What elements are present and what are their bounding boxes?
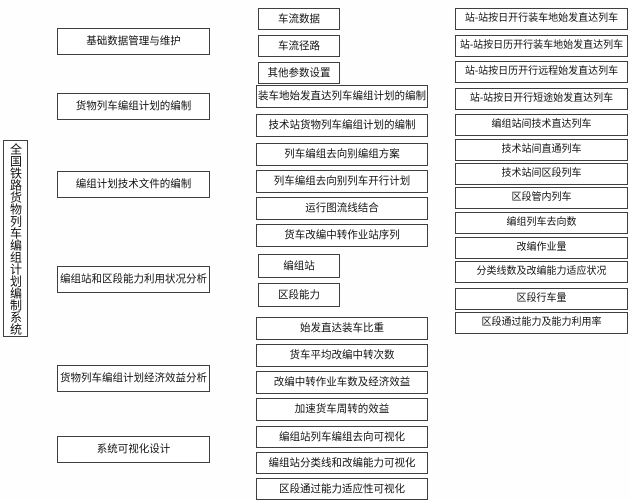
l3-node-4-0: 始发直达装车比重	[256, 317, 428, 340]
l4-node-1-1-2: 技术站间区段列车	[455, 163, 628, 185]
l4-node-1-0-0: 站-站按日开行装车地始发直达列车	[455, 8, 628, 30]
l3-node-5-2: 区段通过能力适应性可视化	[256, 478, 428, 500]
branch-node-3: 编组站和区段能力利用状况分析	[57, 266, 210, 293]
l3-node-0-2: 其他参数设置	[258, 62, 340, 84]
l3-node-4-3: 加速货车周转的效益	[256, 398, 428, 421]
l4-node-3-1-0: 区段行车量	[455, 288, 628, 310]
branch-node-0: 基础数据管理与维护	[57, 28, 210, 55]
l4-node-1-1-1: 技术站间直通列车	[455, 139, 628, 161]
l3-node-1-0: 装车地始发直达列车编组计划的编制	[256, 85, 428, 108]
l3-node-3-0: 编组站	[258, 254, 340, 278]
l4-node-1-1-0: 编组站间技术直达列车	[455, 114, 628, 136]
branch-node-1: 货物列车编组计划的编制	[57, 93, 210, 120]
l3-node-4-1: 货车平均改编中转次数	[256, 344, 428, 367]
branch-node-2: 编组计划技术文件的编制	[57, 171, 210, 198]
l4-node-3-0-2: 分类线数及改编能力适应状况	[455, 261, 628, 283]
l3-node-2-1: 列车编组去向别列车开行计划	[256, 170, 428, 193]
branch-node-4: 货物列车编组计划经济效益分析	[57, 365, 210, 392]
l4-node-1-1-3: 区段管内列车	[455, 187, 628, 209]
l3-node-3-1: 区段能力	[258, 283, 340, 307]
l3-node-0-1: 车流径路	[258, 35, 340, 57]
l4-node-1-0-3: 站-站按日开行短途始发直达列车	[455, 88, 628, 110]
branch-node-5: 系统可视化设计	[57, 436, 210, 463]
l3-node-2-0: 列车编组去向别编组方案	[256, 143, 428, 166]
l3-node-4-2: 改编中转作业车数及经济效益	[256, 371, 428, 394]
l4-node-3-1-1: 区段通过能力及能力利用率	[455, 312, 628, 334]
root-node: 全国铁路货物列车编组计划编制系统	[3, 140, 28, 337]
l4-node-1-0-2: 站-站按日历开行远程始发直达列车	[455, 61, 628, 83]
l3-node-5-0: 编组站列车编组去向可视化	[256, 426, 428, 448]
l4-node-3-0-0: 编组列车去向数	[455, 212, 628, 234]
l3-node-2-2: 运行图流线结合	[256, 197, 428, 220]
l4-node-3-0-1: 改编作业量	[455, 237, 628, 259]
l3-node-1-1: 技术站货物列车编组计划的编制	[256, 114, 428, 137]
l3-node-0-0: 车流数据	[258, 8, 340, 30]
l3-node-5-1: 编组站分类线和改编能力可视化	[256, 452, 428, 474]
l3-node-2-3: 货车改编中转作业站序列	[256, 224, 428, 247]
l4-node-1-0-1: 站-站按日历开行装车地始发直达列车	[455, 35, 628, 57]
